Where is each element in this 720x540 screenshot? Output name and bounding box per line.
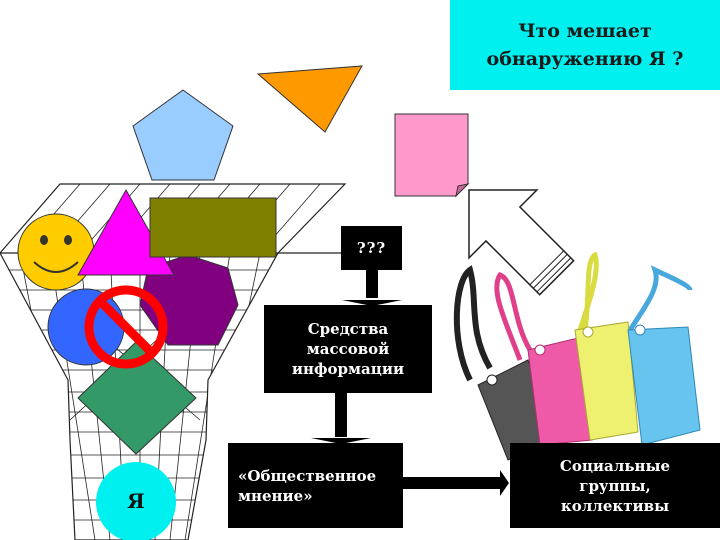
social-groups-box: Социальные группы, коллективы — [510, 443, 720, 528]
smiley-icon — [17, 213, 95, 291]
pentagon-icon — [132, 89, 234, 181]
self-label: Я — [127, 489, 145, 513]
outline-arrow-icon — [468, 189, 575, 296]
arrow-q-to-media — [342, 270, 402, 306]
tags-icon — [453, 251, 701, 461]
arrow-opinion-to-groups — [403, 470, 509, 496]
unknown-factor-box: ??? — [341, 226, 402, 270]
prohibition-icon — [84, 285, 168, 369]
sticky-note-icon — [394, 113, 470, 198]
arrow-media-to-opinion — [311, 393, 371, 444]
green-diamond-icon — [77, 341, 197, 455]
olive-rectangle-icon — [149, 197, 277, 258]
self-circle — [96, 462, 176, 540]
orange-triangle-icon — [256, 65, 363, 133]
diagram-title: Что мешает обнаружению Я ? — [450, 0, 720, 90]
mass-media-box: Средства массовой информации — [264, 305, 432, 393]
public-opinion-box: «Общественное мнение» — [228, 443, 403, 528]
